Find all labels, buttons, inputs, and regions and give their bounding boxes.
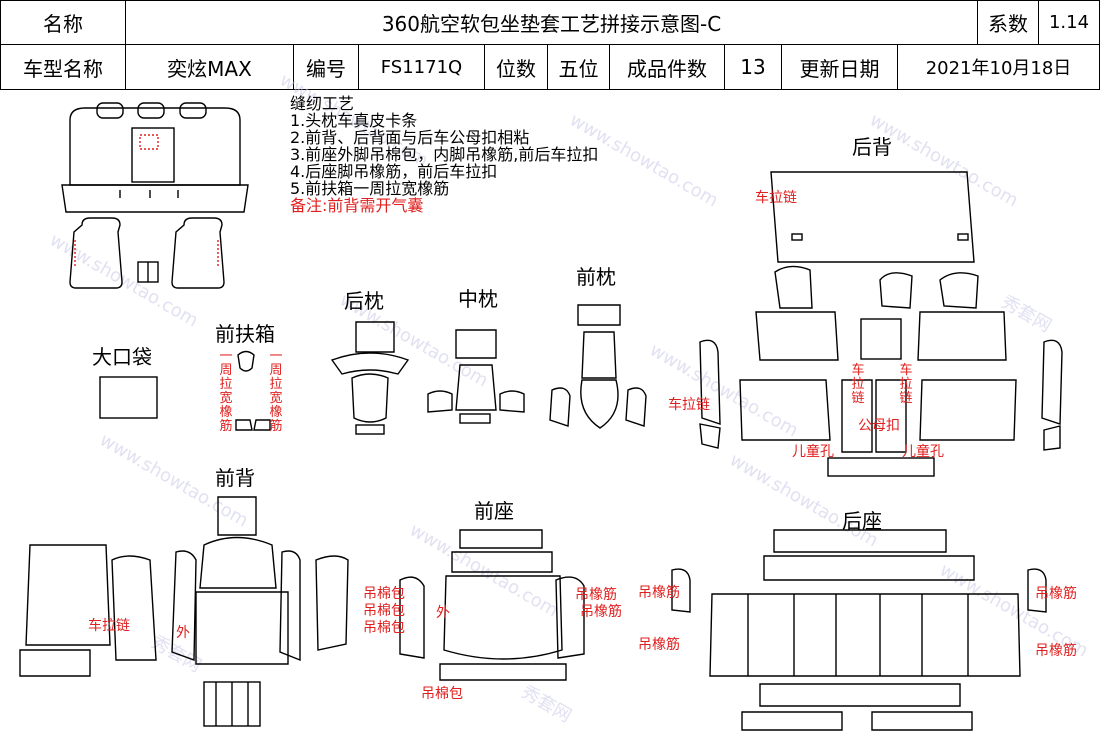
annotation-zipper-vertical: 车拉链 xyxy=(899,363,913,406)
pattern-rear-pillow xyxy=(330,321,410,435)
annotation-zipper: 车拉链 xyxy=(668,397,710,413)
model-label: 车型名称 xyxy=(0,44,126,90)
annotation-outer: 外 xyxy=(436,605,450,621)
annotation-zipper-vertical: 车拉链 xyxy=(851,363,865,406)
code-value: FS1171Q xyxy=(358,44,485,90)
section-label-rear-seat: 后座 xyxy=(842,509,882,533)
model-value: 奕炫MAX xyxy=(125,44,294,90)
seats-label: 位数 xyxy=(484,44,548,90)
section-label-big-pocket: 大口袋 xyxy=(92,345,152,369)
annotation-hang-elastic: 吊橡筋 xyxy=(580,604,622,620)
pattern-drawing xyxy=(19,102,1063,731)
annotation-hang-cotton: 吊棉包 xyxy=(363,586,405,602)
annotation-hang-elastic: 吊橡筋 xyxy=(638,585,680,601)
annotation-hang-elastic: 吊橡筋 xyxy=(638,637,680,653)
pattern-front-pillow xyxy=(549,304,647,429)
note-item: 1.头枕车真皮卡条 xyxy=(290,111,418,130)
pattern-rear-back xyxy=(699,171,1063,477)
pieces-value: 13 xyxy=(724,44,782,90)
pieces-label: 成品件数 xyxy=(609,44,725,90)
seat-overview-illustration xyxy=(61,102,249,289)
annotation-hang-elastic: 吊橡筋 xyxy=(575,587,617,603)
annotation-hang-cotton: 吊棉包 xyxy=(363,603,405,619)
date-value: 2021年10月18日 xyxy=(897,44,1100,90)
diagram-title: 360航空软包坐垫套工艺拼接示意图-C xyxy=(125,0,978,45)
annotation-hang-cotton: 吊棉包 xyxy=(363,620,405,636)
section-label-front-pillow: 前枕 xyxy=(576,265,616,289)
name-label: 名称 xyxy=(0,0,126,45)
seats-value: 五位 xyxy=(547,44,610,90)
pattern-front-seat xyxy=(399,529,585,681)
note-item: 3.前座外脚吊棉包，内脚吊橡筋,前后车拉扣 xyxy=(290,145,599,164)
sewing-notes: 缝纫工艺 1.头枕车真皮卡条 2.前背、后背面与后车公母扣相粘 3.前座外脚吊棉… xyxy=(290,95,598,214)
section-label-front-armrest: 前扶箱 xyxy=(215,322,275,346)
annotation-child-hole: 儿童孔 xyxy=(792,444,834,460)
pattern-front-armrest xyxy=(235,350,271,431)
coef-label: 系数 xyxy=(977,0,1039,45)
annotation-outer: 外 xyxy=(176,625,190,641)
notes-remark: 备注:前背需开气囊 xyxy=(290,196,424,215)
annotation-elastic-around: 一周拉宽橡筋 xyxy=(219,349,233,434)
annotation-hang-elastic: 吊橡筋 xyxy=(1035,586,1077,602)
note-item: 4.后座脚吊橡筋，前后车拉扣 xyxy=(290,162,498,181)
section-label-front-seat: 前座 xyxy=(474,499,514,523)
section-label-rear-back: 后背 xyxy=(852,135,892,159)
annotation-zipper: 车拉链 xyxy=(88,618,130,634)
annotation-snap: 公母扣 xyxy=(858,418,900,434)
code-label: 编号 xyxy=(293,44,359,90)
coef-value: 1.14 xyxy=(1038,0,1100,45)
annotation-zipper: 车拉链 xyxy=(755,190,797,206)
note-item: 2.前背、后背面与后车公母扣相粘 xyxy=(290,128,530,147)
annotation-child-hole: 儿童孔 xyxy=(902,444,944,460)
annotation-hang-elastic: 吊橡筋 xyxy=(1035,643,1077,659)
annotation-hang-cotton: 吊棉包 xyxy=(421,686,463,702)
section-label-rear-pillow: 后枕 xyxy=(344,289,384,313)
note-item: 5.前扶箱一周拉宽橡筋 xyxy=(290,179,450,198)
annotation-elastic-around: 一周拉宽橡筋 xyxy=(269,349,283,434)
pattern-big-pocket xyxy=(99,376,158,419)
pattern-rear-seat xyxy=(671,529,1047,731)
date-label: 更新日期 xyxy=(781,44,898,90)
pattern-mid-pillow xyxy=(427,329,525,424)
pattern-front-back xyxy=(19,496,349,727)
spec-header-table: 名称 360航空软包坐垫套工艺拼接示意图-C 系数 1.14 车型名称 奕炫MA… xyxy=(0,0,1100,90)
notes-title: 缝纫工艺 xyxy=(290,94,355,113)
section-label-mid-pillow: 中枕 xyxy=(458,287,498,311)
section-label-front-back: 前背 xyxy=(215,466,255,490)
